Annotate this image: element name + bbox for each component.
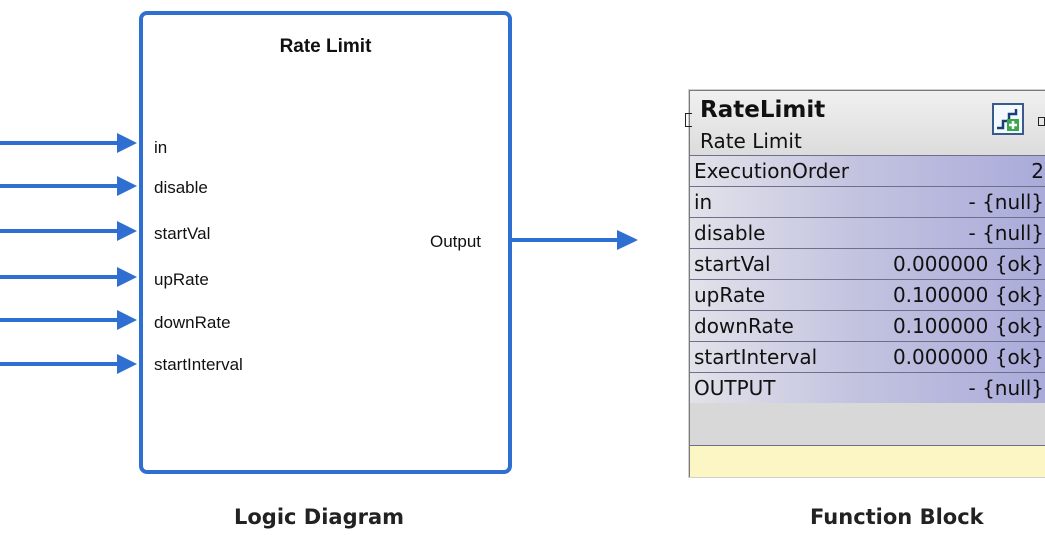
property-value: 0.000000 {ok} — [892, 252, 1044, 276]
function-block-footer — [690, 445, 1045, 477]
property-row-downrate[interactable]: downRate 0.100000 {ok} — [690, 310, 1045, 341]
property-label: downRate — [694, 314, 794, 338]
input-arrow-startinterval — [0, 354, 137, 374]
property-row-uprate[interactable]: upRate 0.100000 {ok} — [690, 279, 1045, 310]
input-arrow-downrate — [0, 310, 137, 330]
logic-diagram-caption: Logic Diagram — [234, 505, 405, 529]
property-label: startVal — [694, 252, 771, 276]
input-arrow-startval — [0, 221, 137, 241]
property-label: disable — [694, 221, 766, 245]
property-value: 2 — [1031, 159, 1044, 183]
logic-block-title: Rate Limit — [279, 36, 372, 57]
block-output-tick — [1038, 117, 1045, 126]
function-block-caption: Function Block — [810, 505, 984, 529]
property-row-executionorder[interactable]: ExecutionOrder 2 — [690, 155, 1045, 186]
property-value: 0.100000 {ok} — [892, 314, 1044, 338]
function-block-subtitle: Rate Limit — [700, 129, 802, 153]
function-block-header: RateLimit Rate Limit — [685, 91, 1045, 155]
input-port-label-startval: startVal — [154, 224, 211, 243]
input-port-label-uprate: upRate — [154, 270, 209, 289]
property-value: - {null} — [968, 376, 1045, 400]
output-arrow — [512, 230, 638, 250]
function-block-name: RateLimit — [700, 97, 826, 123]
input-port-label-startinterval: startInterval — [154, 355, 243, 374]
output-port-label: Output — [430, 232, 482, 251]
input-arrow-disable — [0, 176, 137, 196]
input-arrow-uprate — [0, 267, 137, 287]
property-row-disable[interactable]: disable - {null} — [690, 217, 1045, 248]
property-row-output[interactable]: OUTPUT - {null} — [690, 372, 1045, 403]
function-block-properties: ExecutionOrder 2 in - {null} disable - {… — [690, 155, 1045, 403]
input-arrow-in — [0, 133, 137, 153]
property-row-in[interactable]: in - {null} — [690, 186, 1045, 217]
property-label: in — [694, 190, 713, 214]
property-value: 0.000000 {ok} — [892, 345, 1044, 369]
input-port-label-downrate: downRate — [154, 313, 231, 332]
property-row-startinterval[interactable]: startInterval 0.000000 {ok} — [690, 341, 1045, 372]
property-row-startval[interactable]: startVal 0.000000 {ok} — [690, 248, 1045, 279]
rate-limit-stair-add-icon — [992, 103, 1024, 135]
property-value: 0.100000 {ok} — [892, 283, 1044, 307]
property-label: ExecutionOrder — [694, 159, 849, 183]
property-value: - {null} — [968, 190, 1045, 214]
property-label: startInterval — [694, 345, 818, 369]
property-label: upRate — [694, 283, 766, 307]
function-block[interactable]: RateLimit Rate Limit ExecutionOrder 2 in… — [685, 90, 1045, 477]
property-label: OUTPUT — [694, 376, 776, 400]
logic-diagram-block: Rate Limit — [139, 11, 512, 474]
input-port-label-disable: disable — [154, 178, 208, 197]
input-port-label-in: in — [154, 138, 168, 157]
block-anchor-tick — [685, 113, 692, 127]
property-value: - {null} — [968, 221, 1045, 245]
